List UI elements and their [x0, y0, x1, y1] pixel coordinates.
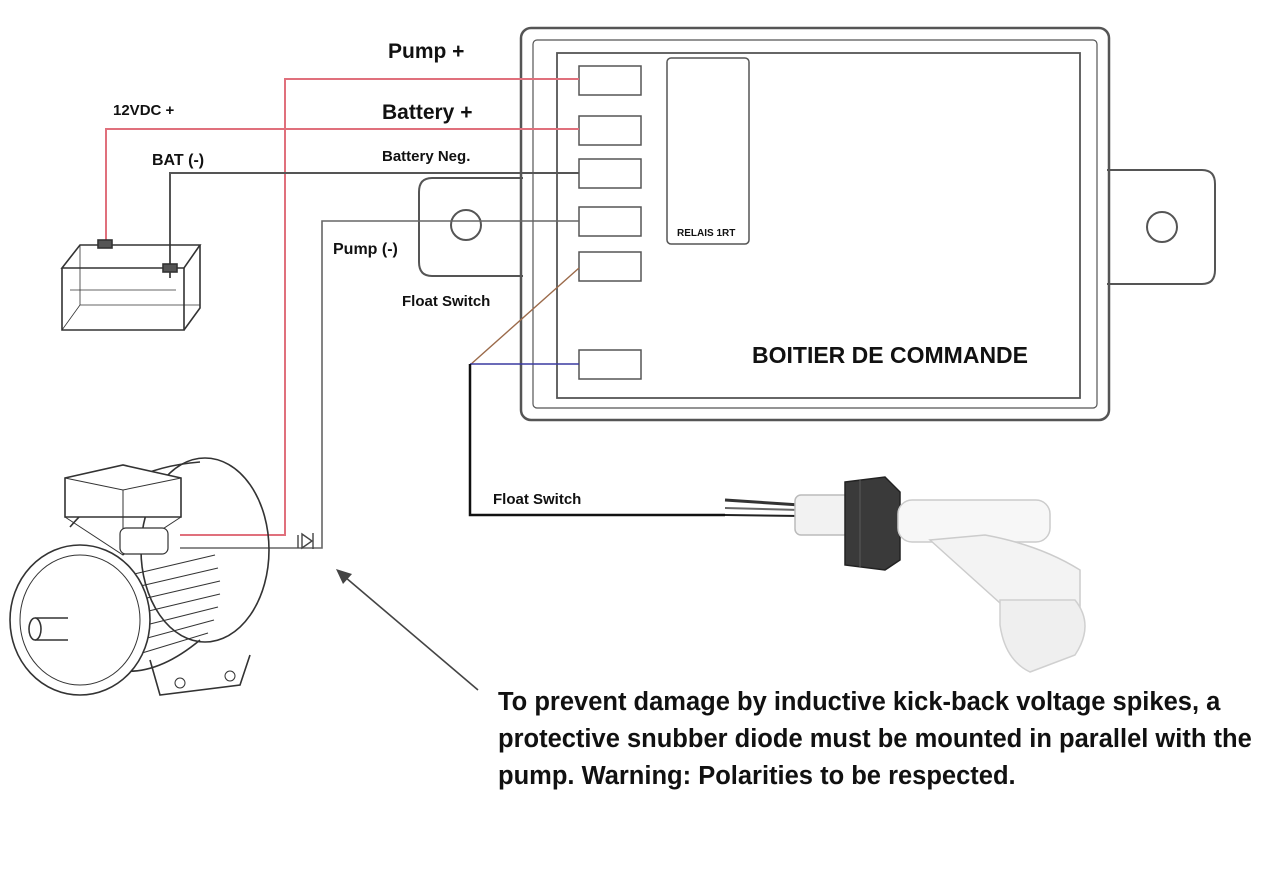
label-pump-plus: Pump + [388, 40, 464, 63]
terminal-float-return [578, 349, 642, 380]
control-box-outer [519, 26, 1111, 422]
label-battery-neg: Battery Neg. [382, 148, 470, 165]
terminal-pump-minus [578, 206, 642, 237]
terminal-float-signal [578, 251, 642, 282]
terminal-battery-plus [578, 115, 642, 146]
label-float-switch-bottom: Float Switch [493, 491, 581, 508]
pump-motor-icon [9, 457, 270, 696]
mounting-hole-icon [450, 209, 482, 241]
snubber-diode-warning-note: To prevent damage by inductive kick-back… [498, 688, 1252, 790]
annotation-arrow [336, 569, 479, 691]
float-switch-icon [724, 476, 1086, 673]
wire-pump-minus [180, 220, 579, 549]
label-relay: RELAIS 1RT [677, 228, 735, 239]
label-float-switch-top: Float Switch [402, 293, 490, 310]
label-12vdc-plus: 12VDC + [113, 102, 175, 119]
wire-battery-neg [169, 172, 579, 278]
control-box-inner [556, 52, 1081, 399]
battery-icon [60, 239, 202, 331]
label-battery-plus: Battery + [382, 101, 472, 124]
wire-pump-plus [180, 78, 579, 536]
wire-float-signal [469, 267, 580, 366]
label-pump-minus: Pump (-) [333, 241, 398, 258]
relay [666, 57, 750, 245]
terminal-pump-plus [578, 65, 642, 96]
left-mounting-ear [418, 177, 523, 277]
mounting-hole-icon [1146, 211, 1178, 243]
wire-battery-plus [105, 128, 579, 245]
label-control-box: BOITIER DE COMMANDE [752, 342, 1028, 368]
right-mounting-ear [1107, 169, 1216, 285]
diode-icon [297, 532, 314, 550]
terminal-battery-neg [578, 158, 642, 189]
control-box [418, 26, 1216, 422]
label-bat-minus: BAT (-) [152, 152, 204, 169]
control-box-rim [532, 39, 1098, 409]
wire-float-cable [468, 364, 725, 517]
